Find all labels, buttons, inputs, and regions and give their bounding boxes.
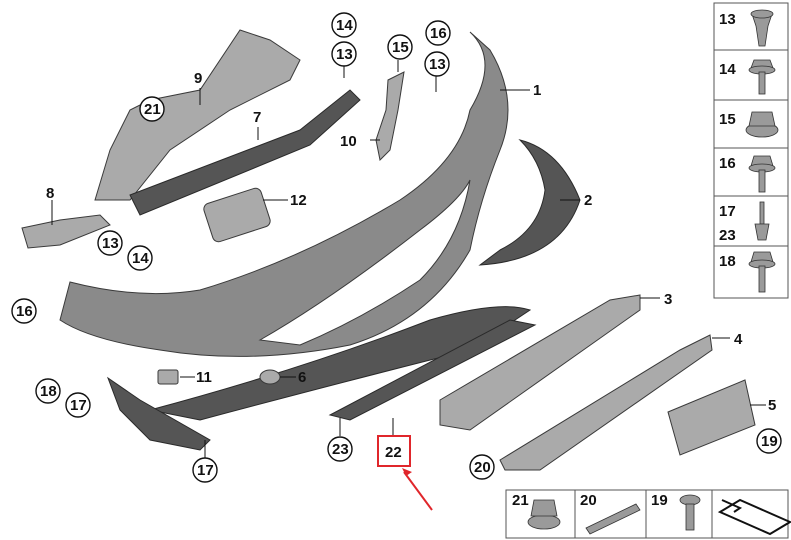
legend-13-label: 13 bbox=[719, 11, 736, 28]
label-6: 6 bbox=[298, 369, 306, 386]
label-7: 7 bbox=[253, 109, 261, 126]
expanding-rivet-icon bbox=[754, 201, 770, 241]
hex-screw-icon bbox=[748, 155, 776, 193]
legend-14-label: 14 bbox=[719, 61, 736, 78]
callout-15: 15 bbox=[387, 34, 413, 60]
lower-moulding bbox=[106, 376, 211, 451]
legend-right: 13 14 15 16 17 23 18 bbox=[713, 2, 789, 299]
callout-13-a: 13 bbox=[331, 41, 357, 67]
legend-bottom: 21 20 19 bbox=[505, 489, 791, 539]
side-bracket bbox=[21, 214, 111, 249]
svg-text:19: 19 bbox=[761, 433, 778, 450]
svg-text:14: 14 bbox=[336, 17, 353, 34]
label-9: 9 bbox=[194, 70, 202, 87]
callout-16-a: 16 bbox=[425, 20, 451, 46]
clip-bracket-icon bbox=[585, 503, 641, 535]
legend-17-label: 17 bbox=[719, 203, 736, 220]
callout-13-c: 13 bbox=[97, 230, 123, 256]
legend-18-label: 18 bbox=[719, 253, 736, 270]
svg-text:17: 17 bbox=[70, 397, 87, 414]
svg-text:17: 17 bbox=[197, 462, 214, 479]
legend-20-label: 20 bbox=[580, 492, 597, 509]
callout-21: 21 bbox=[139, 96, 165, 122]
legend-15-label: 15 bbox=[719, 111, 736, 128]
callout-14-a: 14 bbox=[331, 12, 357, 38]
callout-16-b: 16 bbox=[11, 298, 37, 324]
callout-17-b: 17 bbox=[192, 457, 218, 483]
svg-text:13: 13 bbox=[336, 46, 353, 63]
svg-text:15: 15 bbox=[392, 39, 409, 56]
label-4: 4 bbox=[734, 331, 743, 348]
hex-flange-nut-icon bbox=[527, 499, 561, 530]
lower-diffuser bbox=[149, 306, 532, 421]
legend-23-label: 23 bbox=[719, 227, 736, 244]
upper-bracket bbox=[94, 29, 301, 201]
callout-20: 20 bbox=[469, 454, 495, 480]
impact-absorber bbox=[203, 187, 271, 243]
svg-text:20: 20 bbox=[474, 459, 491, 476]
svg-text:13: 13 bbox=[102, 235, 119, 252]
callout-14-b: 14 bbox=[127, 245, 153, 271]
mounting-bracket bbox=[375, 71, 405, 162]
arrow-symbol-icon bbox=[717, 498, 791, 536]
label-1: 1 bbox=[533, 82, 541, 99]
highlight-arrow bbox=[402, 468, 433, 511]
hex-bolt-washer-icon bbox=[748, 59, 776, 95]
svg-text:13: 13 bbox=[429, 56, 446, 73]
clip-nut-icon bbox=[750, 9, 774, 47]
svg-text:22: 22 bbox=[385, 444, 402, 461]
label-11: 11 bbox=[196, 369, 212, 386]
lower-trim-22 bbox=[328, 319, 537, 421]
bumper-opening bbox=[258, 179, 471, 346]
tow-cover bbox=[157, 369, 179, 385]
callout-18: 18 bbox=[35, 378, 61, 404]
svg-text:16: 16 bbox=[430, 25, 447, 42]
label-3: 3 bbox=[664, 291, 672, 308]
svg-text:14: 14 bbox=[132, 250, 149, 267]
leader-lines bbox=[51, 60, 766, 458]
spoiler-lip bbox=[478, 139, 581, 266]
flange-screw-icon bbox=[748, 251, 776, 293]
grille-frame bbox=[439, 294, 641, 431]
callout-22-highlighted: 22 bbox=[377, 435, 411, 467]
label-8: 8 bbox=[46, 185, 54, 202]
svg-text:21: 21 bbox=[144, 101, 161, 118]
legend-19-label: 19 bbox=[651, 492, 668, 509]
svg-text:16: 16 bbox=[16, 303, 33, 320]
callout-19: 19 bbox=[756, 428, 782, 454]
callout-23: 23 bbox=[327, 436, 353, 462]
callout-17-a: 17 bbox=[65, 392, 91, 418]
lower-grille bbox=[499, 334, 713, 471]
svg-text:23: 23 bbox=[332, 441, 349, 458]
legend-21-label: 21 bbox=[512, 492, 529, 509]
label-10: 10 bbox=[340, 133, 357, 150]
svg-text:18: 18 bbox=[40, 383, 57, 400]
label-12: 12 bbox=[290, 192, 307, 209]
legend-16-label: 16 bbox=[719, 155, 736, 172]
plug-cap bbox=[259, 369, 281, 385]
label-5: 5 bbox=[768, 397, 776, 414]
tapping-screw-icon bbox=[679, 494, 701, 531]
callout-13-b: 13 bbox=[424, 51, 450, 77]
grille-strip bbox=[129, 89, 361, 216]
label-2: 2 bbox=[584, 192, 592, 209]
licence-bracket bbox=[667, 379, 756, 456]
hex-nut-icon bbox=[745, 111, 779, 138]
